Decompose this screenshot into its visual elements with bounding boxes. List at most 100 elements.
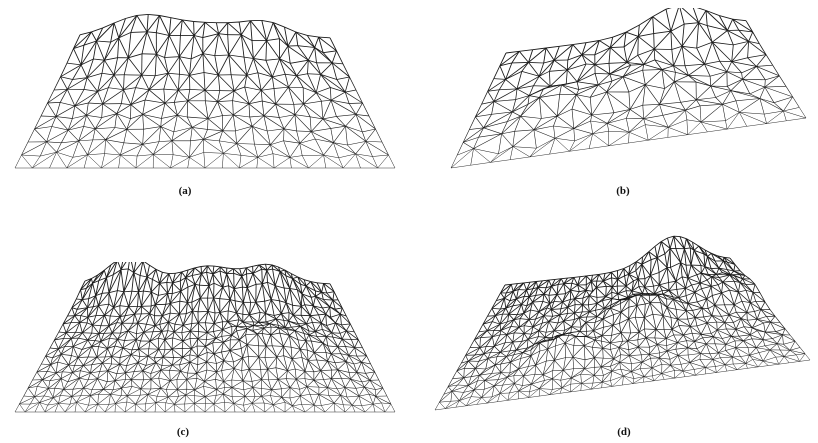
mesh-edge	[213, 265, 221, 268]
mesh-edge	[500, 341, 514, 353]
mesh-edge	[186, 388, 195, 391]
mesh-edge	[97, 404, 106, 413]
mesh-edge	[130, 15, 138, 33]
mesh-edge	[159, 324, 163, 332]
mesh-edge	[648, 137, 668, 141]
mesh-edge	[515, 289, 519, 299]
mesh-edge	[121, 103, 131, 106]
mesh-edge	[675, 347, 688, 350]
mesh-edge	[178, 35, 181, 57]
mesh-edge	[97, 73, 103, 92]
mesh-edge	[104, 139, 106, 154]
mesh-edge	[481, 396, 493, 398]
mesh-edge	[199, 284, 210, 287]
mesh-edge	[185, 269, 189, 278]
mesh-edge	[119, 363, 127, 367]
mesh-edge	[159, 315, 163, 325]
mesh-edge	[217, 54, 230, 76]
mesh-edge	[323, 142, 334, 156]
mesh-edge	[81, 339, 89, 350]
mesh-edge	[483, 321, 493, 325]
mesh-edge	[180, 361, 191, 372]
mesh-edge	[590, 120, 608, 124]
mesh-edge	[631, 278, 639, 292]
mesh-edge	[186, 373, 188, 380]
mesh-edge	[164, 404, 175, 413]
mesh-edge	[146, 15, 160, 33]
mesh-edge	[80, 280, 86, 290]
mesh-edge	[688, 353, 701, 356]
mesh-edge	[549, 294, 558, 304]
mesh-edge	[696, 325, 702, 335]
mesh-edge	[640, 294, 651, 303]
mesh-edge	[535, 287, 539, 296]
mesh-edge	[206, 361, 217, 373]
mesh-edge	[765, 331, 773, 339]
mesh-edge	[732, 356, 746, 364]
mesh-edge	[344, 76, 350, 93]
mesh-edge	[735, 311, 742, 319]
mesh-edge	[58, 403, 66, 413]
mesh-edge	[500, 326, 512, 331]
mesh-edge	[273, 404, 286, 413]
mesh-edge	[459, 400, 467, 406]
mesh-edge	[491, 297, 505, 309]
mesh-edge	[539, 84, 562, 98]
mesh-edge	[87, 315, 96, 318]
mesh-edge	[45, 347, 51, 357]
mesh-edge	[749, 278, 756, 285]
mesh-edge	[194, 267, 202, 274]
mesh-edge	[692, 307, 703, 311]
mesh-edge	[181, 348, 184, 358]
mesh-edge	[203, 72, 219, 76]
mesh-edge	[68, 126, 84, 131]
mesh-edge	[726, 261, 736, 265]
mesh-edge	[76, 298, 83, 301]
mesh-edge	[470, 162, 491, 166]
mesh-edge	[585, 322, 587, 332]
mesh-edge	[726, 71, 743, 80]
mesh-edge	[117, 37, 120, 58]
mesh-edge	[219, 299, 231, 313]
mesh-edge	[304, 360, 309, 372]
mesh-edge	[327, 353, 332, 362]
mesh-edge	[521, 296, 530, 305]
mesh-edge	[341, 338, 346, 347]
mesh-edge	[216, 370, 222, 373]
mesh-edge	[345, 125, 363, 133]
mesh-edge	[688, 75, 697, 83]
mesh-edge	[296, 289, 302, 307]
mesh-edge	[732, 347, 737, 358]
mesh-edge	[552, 378, 561, 381]
mesh-edge	[657, 295, 668, 308]
mesh-edge	[27, 128, 35, 143]
mesh-edge	[323, 299, 333, 301]
mesh-edge	[233, 403, 244, 406]
mesh-edge	[684, 22, 699, 25]
mesh-edge	[263, 103, 276, 117]
mesh-edge	[746, 123, 767, 127]
mesh-edge	[261, 20, 268, 41]
mesh-edge	[96, 40, 105, 61]
mesh-edge	[72, 346, 79, 358]
mesh-edge	[592, 347, 603, 349]
mesh-edge	[325, 332, 332, 337]
mesh-edge	[734, 280, 741, 283]
mesh-edge	[258, 356, 266, 359]
mesh-edge	[158, 126, 162, 142]
mesh-edge	[158, 339, 166, 350]
mesh-edge	[763, 322, 766, 333]
mesh-edge	[689, 362, 706, 368]
mesh-edge	[229, 348, 242, 351]
mesh-edge	[499, 50, 520, 67]
mesh-edge	[594, 339, 603, 349]
mesh-edge	[384, 403, 392, 413]
mesh-edge	[594, 47, 611, 56]
mesh-edge	[78, 356, 89, 358]
mesh-edge	[649, 295, 658, 303]
mesh-edge	[310, 281, 318, 284]
mesh-edge	[584, 368, 595, 376]
mesh-edge	[742, 78, 766, 81]
mesh-edge	[136, 331, 144, 335]
mesh-edge	[320, 74, 331, 88]
